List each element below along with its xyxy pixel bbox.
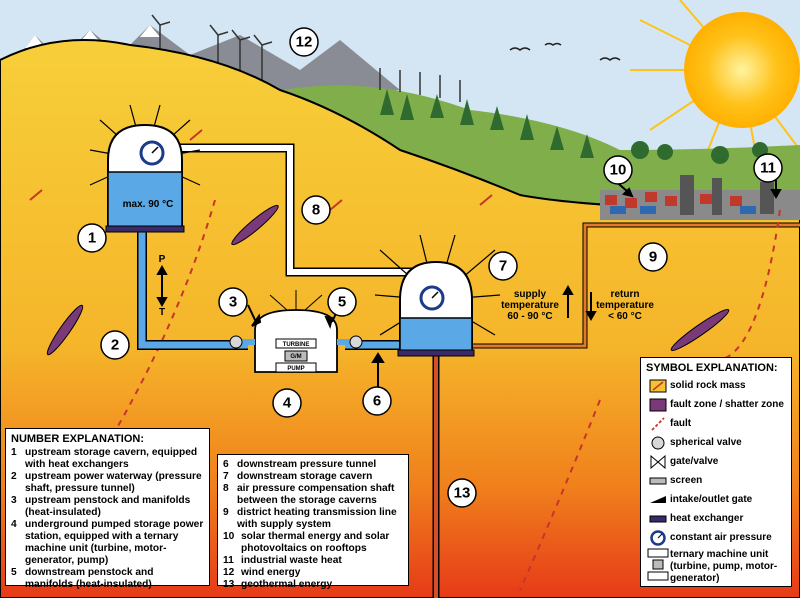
screen-icon <box>646 474 670 488</box>
gate-valve-icon <box>646 454 670 469</box>
solid-rock-icon <box>646 379 670 393</box>
power-station <box>229 290 363 373</box>
return-line3: < 60 °C <box>608 311 642 322</box>
turbine-label: TURBINE <box>283 342 310 348</box>
marker-1: 1 <box>88 230 96 247</box>
faults <box>49 199 781 591</box>
marker-7: 7 <box>499 258 507 275</box>
return-line1: return <box>611 289 640 300</box>
air-pressure-icon <box>646 529 670 546</box>
fault-zones <box>46 204 730 356</box>
symbol-item-air-pressure: constant air pressure <box>646 528 786 547</box>
heat-exchanger-icon <box>646 512 670 526</box>
symbol-item-fault-zone: fault zone / shatter zone <box>646 395 786 414</box>
marker-6: 6 <box>373 393 381 410</box>
number-markers <box>77 27 783 508</box>
upstream-cavern <box>89 104 201 233</box>
symbol-item-intake-gate: intake/outlet gate <box>646 490 786 509</box>
marker-8: 8 <box>312 202 320 219</box>
birds <box>509 42 621 61</box>
return-line2: temperature <box>596 300 654 311</box>
fault-icon <box>646 416 670 431</box>
symbol-item-solid-rock: solid rock mass <box>646 376 786 395</box>
intake-gate-icon <box>646 493 670 507</box>
supply-line1: supply <box>514 289 547 300</box>
rock-marks <box>29 129 493 211</box>
marker-4: 4 <box>283 395 292 412</box>
fault-zone-icon <box>646 398 670 412</box>
temperature-label: T <box>159 307 165 318</box>
town <box>600 175 800 220</box>
number-explanation-title: NUMBER EXPLANATION: <box>11 433 145 445</box>
max-temp-label: max. 90 °C <box>123 199 174 210</box>
air-pressure-shaft <box>168 143 418 277</box>
marker-11: 11 <box>760 160 776 177</box>
marker-13: 13 <box>454 485 471 502</box>
supply-line3: 60 - 90 °C <box>507 311 552 322</box>
sun <box>630 0 800 176</box>
symbol-item-ternary-unit: ternary machine unit (turbine, pump, mot… <box>646 547 786 587</box>
downstream-cavern <box>374 234 501 357</box>
marker-3: 3 <box>229 294 237 311</box>
marker-9: 9 <box>649 249 657 266</box>
marker-12: 12 <box>296 34 313 51</box>
symbol-explanation-box: SYMBOL EXPLANATION: solid rock mass faul… <box>640 357 792 587</box>
marker-2: 2 <box>111 337 119 354</box>
marker-5: 5 <box>338 294 346 311</box>
symbol-item-spherical-valve: spherical valve <box>646 433 786 452</box>
gm-label: G/M <box>290 354 301 360</box>
pump-label: PUMP <box>287 366 304 372</box>
symbol-explanation-title: SYMBOL EXPLANATION: <box>646 362 778 374</box>
ternary-unit-icon <box>646 547 670 583</box>
spherical-valve-icon <box>646 436 670 450</box>
district-heating-line <box>460 222 800 349</box>
pressure-label: P <box>159 254 166 265</box>
supply-line2: temperature <box>501 300 559 311</box>
symbol-item-gate-valve: gate/valve <box>646 452 786 471</box>
symbol-item-heat-exchanger: heat exchanger <box>646 509 786 528</box>
marker-10: 10 <box>610 162 627 179</box>
symbol-item-fault: fault <box>646 414 786 433</box>
symbol-item-screen: screen <box>646 471 786 490</box>
